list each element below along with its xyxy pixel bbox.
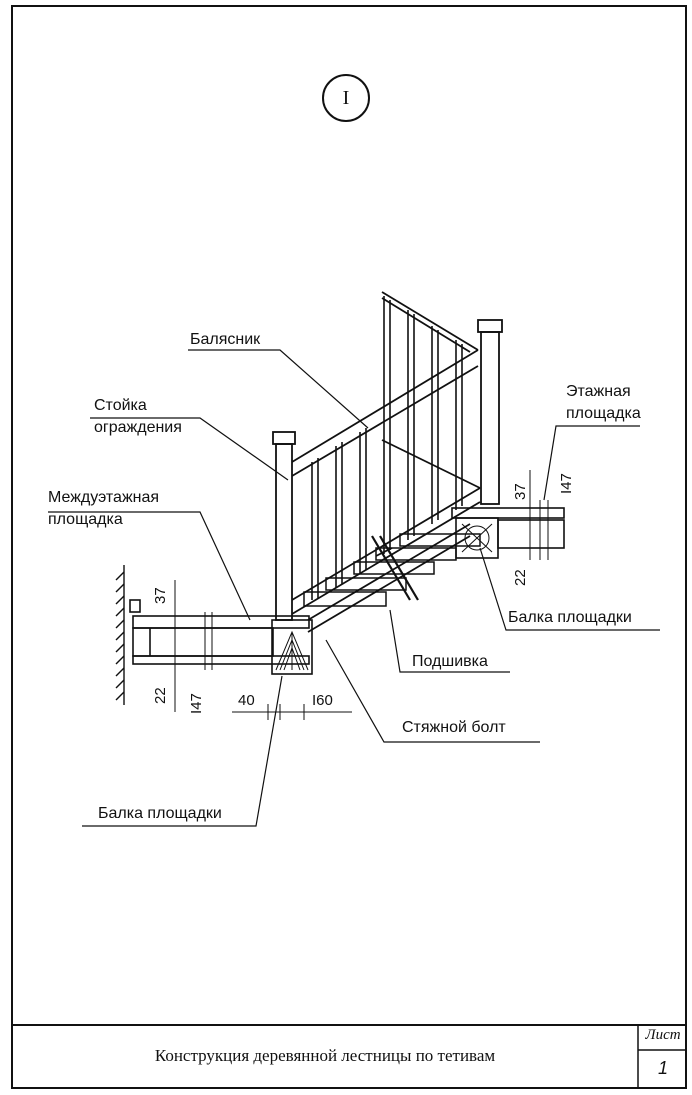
leader-lines: [48, 349, 660, 827]
sheet-number: 1: [657, 1058, 668, 1078]
section-marker-number: I: [342, 87, 350, 109]
title-block: Конструкция деревянной лестницы по тетив…: [12, 1025, 638, 1087]
section-marker-circle: [322, 74, 370, 122]
dim-right-37: 37: [512, 483, 529, 500]
dim-bottom-40: 40: [238, 692, 255, 709]
label-podshivka: Подшивка: [412, 653, 488, 670]
newel-post-left: [272, 431, 296, 621]
handrail: [291, 291, 479, 477]
label-mezhduetazhnaya-line2: площадка: [48, 511, 123, 528]
label-balka-right: Балка площадки: [508, 609, 632, 626]
label-stoyka-line2: ограждения: [94, 419, 182, 436]
floor-landing: [451, 500, 565, 560]
intermediate-landing: [129, 599, 310, 670]
sheet-border: [11, 5, 687, 1089]
sheet-label: Лист: [645, 1027, 681, 1043]
label-balka-bottom: Балка площадки: [98, 805, 222, 822]
label-etazhnaya-line1: Этажная: [566, 383, 631, 400]
tie-bolt-sketch: [371, 535, 419, 601]
label-etazhnaya-line2: площадка: [566, 405, 641, 422]
dim-right-22: 22: [512, 569, 529, 586]
dim-right-147: I47: [558, 473, 575, 494]
wall-hatch: [115, 565, 125, 705]
dim-left-22: 22: [152, 687, 169, 704]
label-stoyka-line1: Стойка: [94, 397, 147, 414]
dim-left-37: 37: [152, 587, 169, 604]
dim-bottom-160: I60: [312, 692, 333, 709]
dimension-lines: [168, 470, 536, 720]
label-balyasnik: Балясник: [190, 331, 261, 348]
label-mezhduetazhnaya-line1: Междуэтажная: [48, 489, 160, 506]
drawing-title: Конструкция деревянной лестницы по тетив…: [154, 1046, 496, 1065]
landing-beam-left: [271, 619, 313, 675]
label-styazhnoy-bolt: Стяжной болт: [402, 719, 506, 736]
newel-post-right: [477, 319, 503, 505]
dim-left-147: I47: [188, 693, 205, 714]
